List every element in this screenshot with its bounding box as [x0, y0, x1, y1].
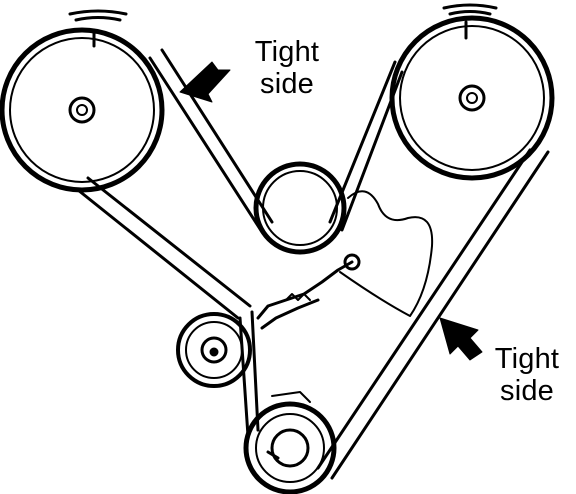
arrow-icon — [179, 61, 231, 103]
pulley-bolt-icon — [458, 84, 486, 112]
timing-belt — [76, 48, 550, 480]
tight-side-label-bottom: Tight side — [482, 343, 572, 407]
timing-mark-icon — [68, 9, 128, 48]
idler-pulley — [253, 161, 347, 255]
tensioner-pulley — [176, 312, 252, 388]
arrow-icon — [439, 317, 483, 361]
right-camshaft-pulley — [389, 3, 555, 181]
tight-side-label-bottom-line2: side — [500, 375, 554, 407]
crankshaft-pulley — [243, 391, 337, 494]
tight-side-label-top: Tight side — [232, 36, 342, 100]
tight-side-label-top-line2: side — [260, 68, 314, 100]
tensioner-spring-assembly — [256, 190, 434, 330]
left-camshaft-pulley — [0, 9, 165, 193]
tight-side-label-top-line1: Tight — [254, 36, 320, 68]
timing-mark-icon — [442, 3, 498, 40]
pulley-bolt-icon — [68, 96, 96, 124]
tight-side-label-bottom-line1: Tight — [494, 343, 560, 375]
